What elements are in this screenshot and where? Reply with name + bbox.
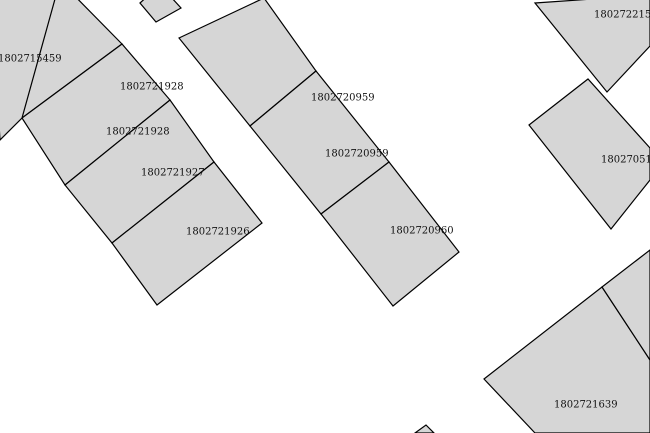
label-1802721926: 1802721926 bbox=[186, 227, 250, 238]
label-1802721639: 1802721639 bbox=[554, 400, 618, 411]
label-18027221500: 18027221500 bbox=[594, 10, 650, 21]
label-1802721928-b: 1802721928 bbox=[106, 127, 170, 138]
parcel-right-neighbor bbox=[601, 249, 650, 362]
parcel-1802721927[interactable] bbox=[111, 161, 263, 306]
parcel-labels: 1802715459 1802721928 1802721928 1802721… bbox=[0, 10, 650, 411]
parcel-1802720960[interactable] bbox=[320, 161, 460, 307]
parcel-18027051[interactable] bbox=[528, 78, 650, 230]
label-1802721928-a: 1802721928 bbox=[120, 82, 184, 93]
label-1802720960: 1802720960 bbox=[390, 226, 454, 237]
parcel-18027221500[interactable] bbox=[533, 0, 650, 93]
label-18027051: 18027051 bbox=[601, 155, 650, 166]
parcel-1802721639[interactable] bbox=[483, 286, 650, 433]
parcel-1802721926[interactable] bbox=[0, 0, 60, 141]
label-1802715459: 1802715459 bbox=[0, 54, 62, 65]
parcel-top-fragment bbox=[139, 0, 182, 23]
right-parcel-block bbox=[413, 0, 650, 433]
parcel-bottom-fragment bbox=[413, 424, 435, 433]
label-1802720959-a: 1802720959 bbox=[311, 93, 375, 104]
label-1802720959-b: 1802720959 bbox=[325, 149, 389, 160]
center-parcel-block bbox=[178, 0, 460, 307]
label-1802721927: 1802721927 bbox=[141, 168, 205, 179]
left-parcel-block bbox=[0, 0, 263, 306]
